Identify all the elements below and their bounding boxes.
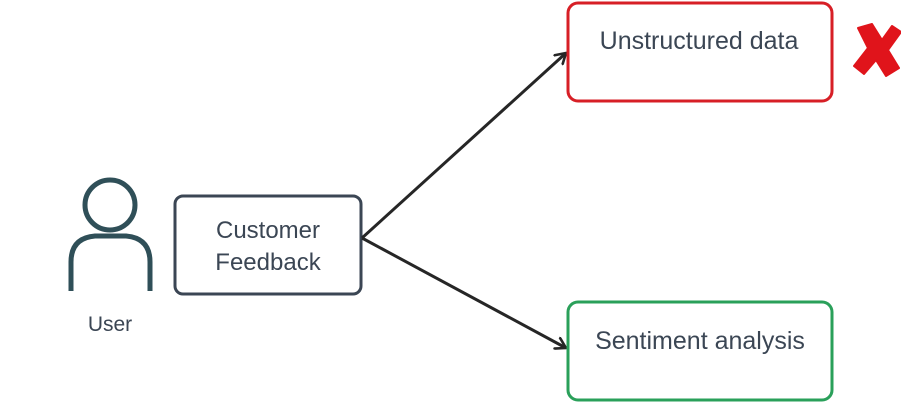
customer-feedback-label-line1: Customer: [216, 217, 320, 244]
cross-mark-icon: [853, 23, 901, 77]
customer-feedback-box: [173, 194, 363, 296]
unstructured-data-box: [566, 1, 834, 103]
arrow-to-sentiment-analysis: [361, 236, 566, 348]
unstructured-data-label: Unstructured data: [600, 27, 799, 55]
arrow-to-unstructured-data: [360, 53, 566, 240]
user-icon: [68, 177, 153, 291]
sentiment-analysis-label: Sentiment analysis: [595, 327, 805, 355]
customer-feedback-label-line2: Feedback: [215, 249, 321, 276]
user-label: User: [88, 313, 132, 336]
sentiment-analysis-box: [566, 300, 834, 402]
